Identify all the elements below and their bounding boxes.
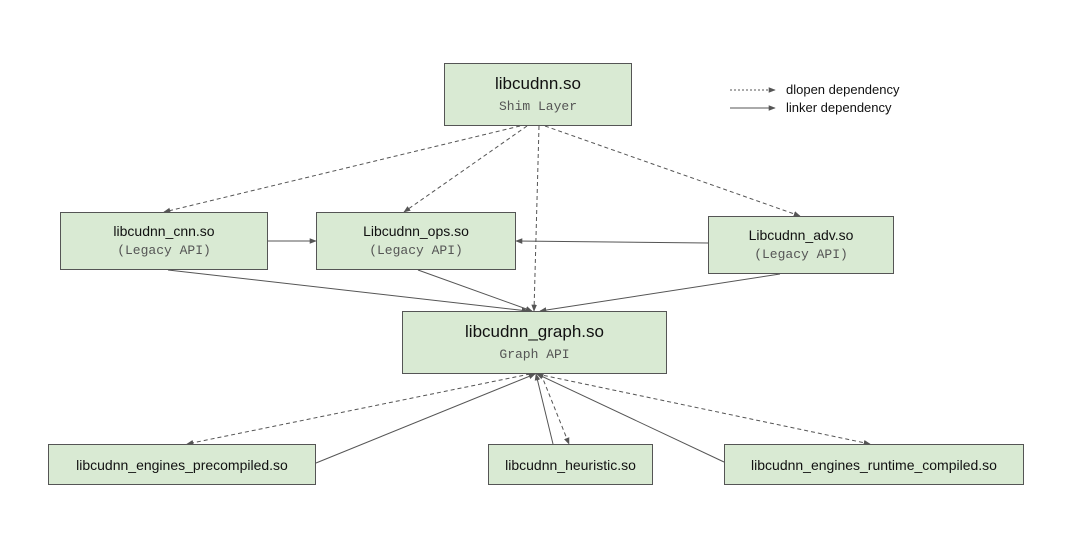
edge-shim-to-graph-dlopen xyxy=(531,125,540,312)
edge-runtime-to-graph-linker xyxy=(536,373,725,463)
edge-graph-to-precompiled-dlopen xyxy=(186,373,531,446)
node-subtitle: Graph API xyxy=(499,346,570,362)
node-libcudnn-cnn: libcudnn_cnn.so (Legacy API) xyxy=(60,212,268,270)
node-name: libcudnn_cnn.so xyxy=(113,223,215,239)
node-subtitle: Shim Layer xyxy=(498,98,577,114)
legend-dlopen-label: dlopen dependency xyxy=(786,82,900,97)
node-name: Libcudnn_ops.so xyxy=(363,223,469,239)
node-subtitle: (Legacy API) xyxy=(754,247,848,262)
edge-adv-to-ops-linker xyxy=(515,238,709,244)
node-subtitle: (Legacy API) xyxy=(369,243,463,258)
legend xyxy=(730,87,776,111)
edge-shim-to-cnn-dlopen xyxy=(163,125,521,214)
edge-adv-to-graph-linker xyxy=(539,273,781,313)
node-name: libcudnn_engines_runtime_compiled.so xyxy=(751,456,997,473)
node-name: Libcudnn_adv.so xyxy=(748,227,854,243)
node-libcudnn-ops: Libcudnn_ops.so (Legacy API) xyxy=(316,212,516,270)
edge-graph-to-heuristic-dlopen xyxy=(540,373,570,445)
edge-ops-to-graph-linker xyxy=(417,269,533,312)
node-subtitle: (Legacy API) xyxy=(117,243,211,258)
node-libcudnn-heuristic: libcudnn_heuristic.so xyxy=(488,444,653,485)
edge-shim-to-adv-dlopen xyxy=(544,125,801,217)
node-libcudnn-adv: Libcudnn_adv.so (Legacy API) xyxy=(708,216,894,274)
node-name: libcudnn_engines_precompiled.so xyxy=(76,456,288,473)
edge-heuristic-to-graph-linker xyxy=(534,373,554,445)
node-name: libcudnn_heuristic.so xyxy=(505,456,636,473)
node-libcudnn-engines-precompiled: libcudnn_engines_precompiled.so xyxy=(48,444,316,485)
node-libcudnn-engines-runtime-compiled: libcudnn_engines_runtime_compiled.so xyxy=(724,444,1024,485)
node-libcudnn-graph: libcudnn_graph.so Graph API xyxy=(402,311,667,374)
edge-graph-to-runtime-dlopen xyxy=(536,373,871,446)
node-name: libcudnn_graph.so xyxy=(465,321,604,341)
edge-precompiled-to-graph-linker xyxy=(315,373,536,464)
edge-cnn-to-graph-linker xyxy=(167,269,529,314)
node-libcudnn-shim: libcudnn.so Shim Layer xyxy=(444,63,632,126)
legend-linker-label: linker dependency xyxy=(786,100,892,115)
node-name: libcudnn.so xyxy=(494,73,581,93)
